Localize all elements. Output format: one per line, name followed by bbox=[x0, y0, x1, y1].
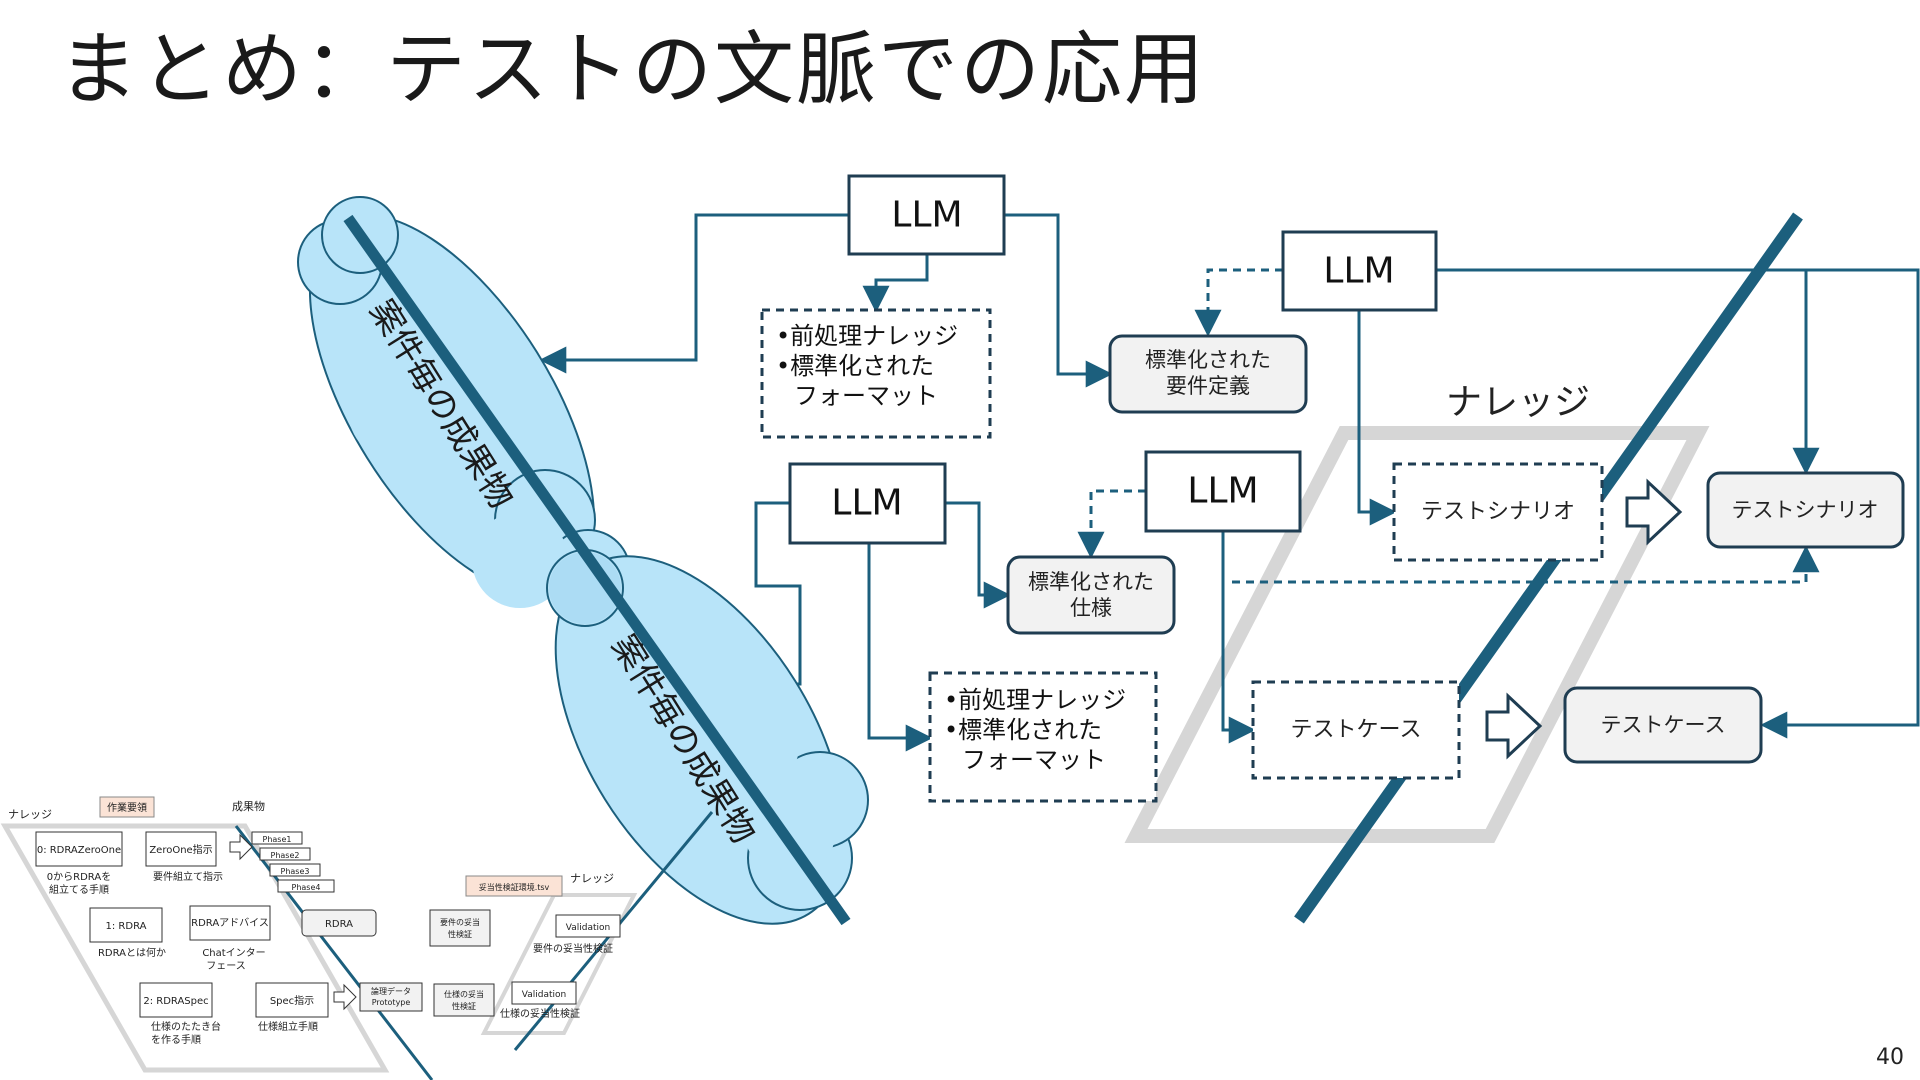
connector-llm2-to-result-scenario bbox=[1436, 268, 1820, 475]
svg-text:Phase1: Phase1 bbox=[263, 835, 292, 844]
svg-text:仕様のたたき台: 仕様のたたき台 bbox=[151, 1020, 221, 1033]
svg-text:0からRDRAを: 0からRDRAを bbox=[47, 871, 111, 883]
svg-text:性検証: 性検証 bbox=[448, 929, 472, 939]
svg-text:Phase3: Phase3 bbox=[281, 867, 310, 876]
svg-text:Prototype: Prototype bbox=[372, 998, 411, 1007]
svg-text:テストシナリオ: テストシナリオ bbox=[1732, 498, 1879, 522]
svg-text:2: RDRASpec: 2: RDRASpec bbox=[143, 996, 208, 1007]
connector-llm4-to-spec bbox=[1077, 489, 1146, 559]
connector-llm1-to-note bbox=[862, 254, 929, 313]
svg-text:組立てる手順: 組立てる手順 bbox=[49, 883, 109, 896]
svg-text:性検証: 性検証 bbox=[452, 1001, 476, 1011]
thumb-knowledge-parallelogram bbox=[0, 823, 390, 1073]
llm-box-2: LLM bbox=[1281, 230, 1438, 312]
thumb-arrow-1 bbox=[229, 833, 253, 861]
svg-text:•前処理ナレッジ: •前処理ナレッジ bbox=[776, 322, 958, 350]
svg-text:標準化された: 標準化された bbox=[1145, 348, 1271, 372]
svg-text:妥当性検証環境.tsv: 妥当性検証環境.tsv bbox=[479, 882, 550, 892]
svg-text:テストシナリオ: テストシナリオ bbox=[1421, 500, 1575, 525]
result-test-case-box: テストケース bbox=[1563, 686, 1763, 764]
preprocess-note-1: •前処理ナレッジ •標準化された フォーマット bbox=[760, 308, 992, 439]
dashed-test-scenario-box: テストシナリオ bbox=[1392, 462, 1604, 562]
connector-llm3-to-note bbox=[867, 543, 933, 752]
llm-box-4: LLM bbox=[1144, 450, 1302, 533]
connector-llm4-to-result-scenario bbox=[1232, 545, 1820, 584]
svg-text:Chatインター: Chatインター bbox=[202, 947, 265, 959]
svg-text:標準化された: 標準化された bbox=[1028, 570, 1154, 594]
svg-text:要件組立て指示: 要件組立て指示 bbox=[153, 870, 223, 883]
svg-text:1: RDRA: 1: RDRA bbox=[106, 921, 147, 932]
dashed-test-case-box: テストケース bbox=[1251, 680, 1461, 780]
knowledge-diagonal-line bbox=[1294, 212, 1803, 924]
page-number: 40 bbox=[1876, 1045, 1904, 1070]
connector-llm4-to-testcase bbox=[1221, 531, 1256, 744]
svg-text:•標準化された: •標準化された bbox=[944, 716, 1102, 744]
thumb-knowledge-label-right: ナレッジ bbox=[570, 872, 614, 885]
svg-text:Phase2: Phase2 bbox=[271, 851, 300, 860]
cloud-deliverables-bottom: 案件毎の成果物 bbox=[546, 549, 869, 925]
thumbnail-diagram: ナレッジ 作業要領 成果物 0: RDRAZeroOne 0からRDRAを 組立… bbox=[0, 796, 714, 1080]
svg-text:ZeroOne指示: ZeroOne指示 bbox=[149, 843, 212, 856]
slide-title: まとめ：テストの文脈での応用 bbox=[58, 23, 1206, 116]
svg-text:論理データ: 論理データ bbox=[371, 986, 411, 996]
svg-text:フォーマット: フォーマット bbox=[962, 746, 1106, 774]
svg-text:要件定義: 要件定義 bbox=[1166, 374, 1250, 398]
connector-llm1-to-requirements bbox=[1004, 213, 1113, 388]
svg-text:•前処理ナレッジ: •前処理ナレッジ bbox=[944, 686, 1126, 714]
thumb-diagonal-line-1 bbox=[234, 825, 434, 1080]
svg-text:要件の妥当性検証: 要件の妥当性検証 bbox=[533, 942, 613, 955]
arrow-to-result-scenario bbox=[1625, 478, 1683, 546]
svg-text:フェース: フェース bbox=[206, 961, 246, 972]
svg-text:仕様の妥当: 仕様の妥当 bbox=[444, 989, 484, 999]
svg-text:Spec指示: Spec指示 bbox=[270, 994, 314, 1007]
thumb-deliverables-label: 成果物 bbox=[232, 799, 265, 813]
connector-llm1-to-cloud bbox=[539, 213, 849, 374]
svg-text:仕様: 仕様 bbox=[1070, 596, 1112, 620]
arrow-to-result-case bbox=[1485, 692, 1543, 760]
svg-text:RDRA: RDRA bbox=[325, 919, 353, 930]
svg-text:フォーマット: フォーマット bbox=[794, 382, 938, 410]
thumb-right-parallelogram bbox=[480, 893, 638, 1035]
thumb-knowledge-label: ナレッジ bbox=[8, 808, 52, 821]
svg-text:RDRAとは何か: RDRAとは何か bbox=[98, 946, 166, 959]
knowledge-parallelogram bbox=[1124, 426, 1710, 843]
connector-llm2-to-result-case bbox=[1760, 268, 1920, 739]
svg-text:Phase4: Phase4 bbox=[292, 883, 321, 892]
svg-text:LLM: LLM bbox=[1323, 251, 1394, 292]
svg-text:LLM: LLM bbox=[891, 195, 962, 236]
connector-llm2-to-requirements bbox=[1194, 268, 1283, 337]
cloud-diagonal-line bbox=[343, 214, 851, 926]
thumb-top-tag: 作業要領 bbox=[107, 801, 147, 814]
connector-llm3-to-spec bbox=[945, 501, 1011, 609]
svg-text:LLM: LLM bbox=[831, 483, 902, 524]
svg-text:要件の妥当: 要件の妥当 bbox=[440, 917, 480, 927]
svg-text:RDRAアドバイス: RDRAアドバイス bbox=[191, 917, 269, 929]
result-test-scenario-box: テストシナリオ bbox=[1706, 471, 1905, 549]
knowledge-label: ナレッジ bbox=[1446, 382, 1590, 423]
connector-llm2-to-scenario bbox=[1357, 310, 1397, 526]
svg-text:を作る手順: を作る手順 bbox=[151, 1033, 201, 1046]
svg-text:Validation: Validation bbox=[522, 990, 566, 1000]
thumb-arrow-2 bbox=[333, 983, 357, 1011]
standardized-requirements-box: 標準化された 要件定義 bbox=[1108, 334, 1308, 414]
llm-box-1: LLM bbox=[847, 174, 1006, 256]
svg-text:0: RDRAZeroOne: 0: RDRAZeroOne bbox=[37, 845, 121, 856]
svg-text:LLM: LLM bbox=[1187, 471, 1258, 512]
llm-box-3: LLM bbox=[788, 462, 947, 545]
svg-text:テストケース: テストケース bbox=[1291, 718, 1422, 743]
svg-text:Validation: Validation bbox=[566, 923, 610, 933]
svg-text:•標準化された: •標準化された bbox=[776, 352, 934, 380]
preprocess-note-2: •前処理ナレッジ •標準化された フォーマット bbox=[928, 671, 1158, 803]
svg-text:仕様の妥当性検証: 仕様の妥当性検証 bbox=[500, 1007, 580, 1020]
svg-text:テストケース: テストケース bbox=[1601, 713, 1726, 737]
standardized-spec-box: 標準化された 仕様 bbox=[1006, 555, 1176, 635]
svg-text:仕様組立手順: 仕様組立手順 bbox=[258, 1020, 318, 1033]
